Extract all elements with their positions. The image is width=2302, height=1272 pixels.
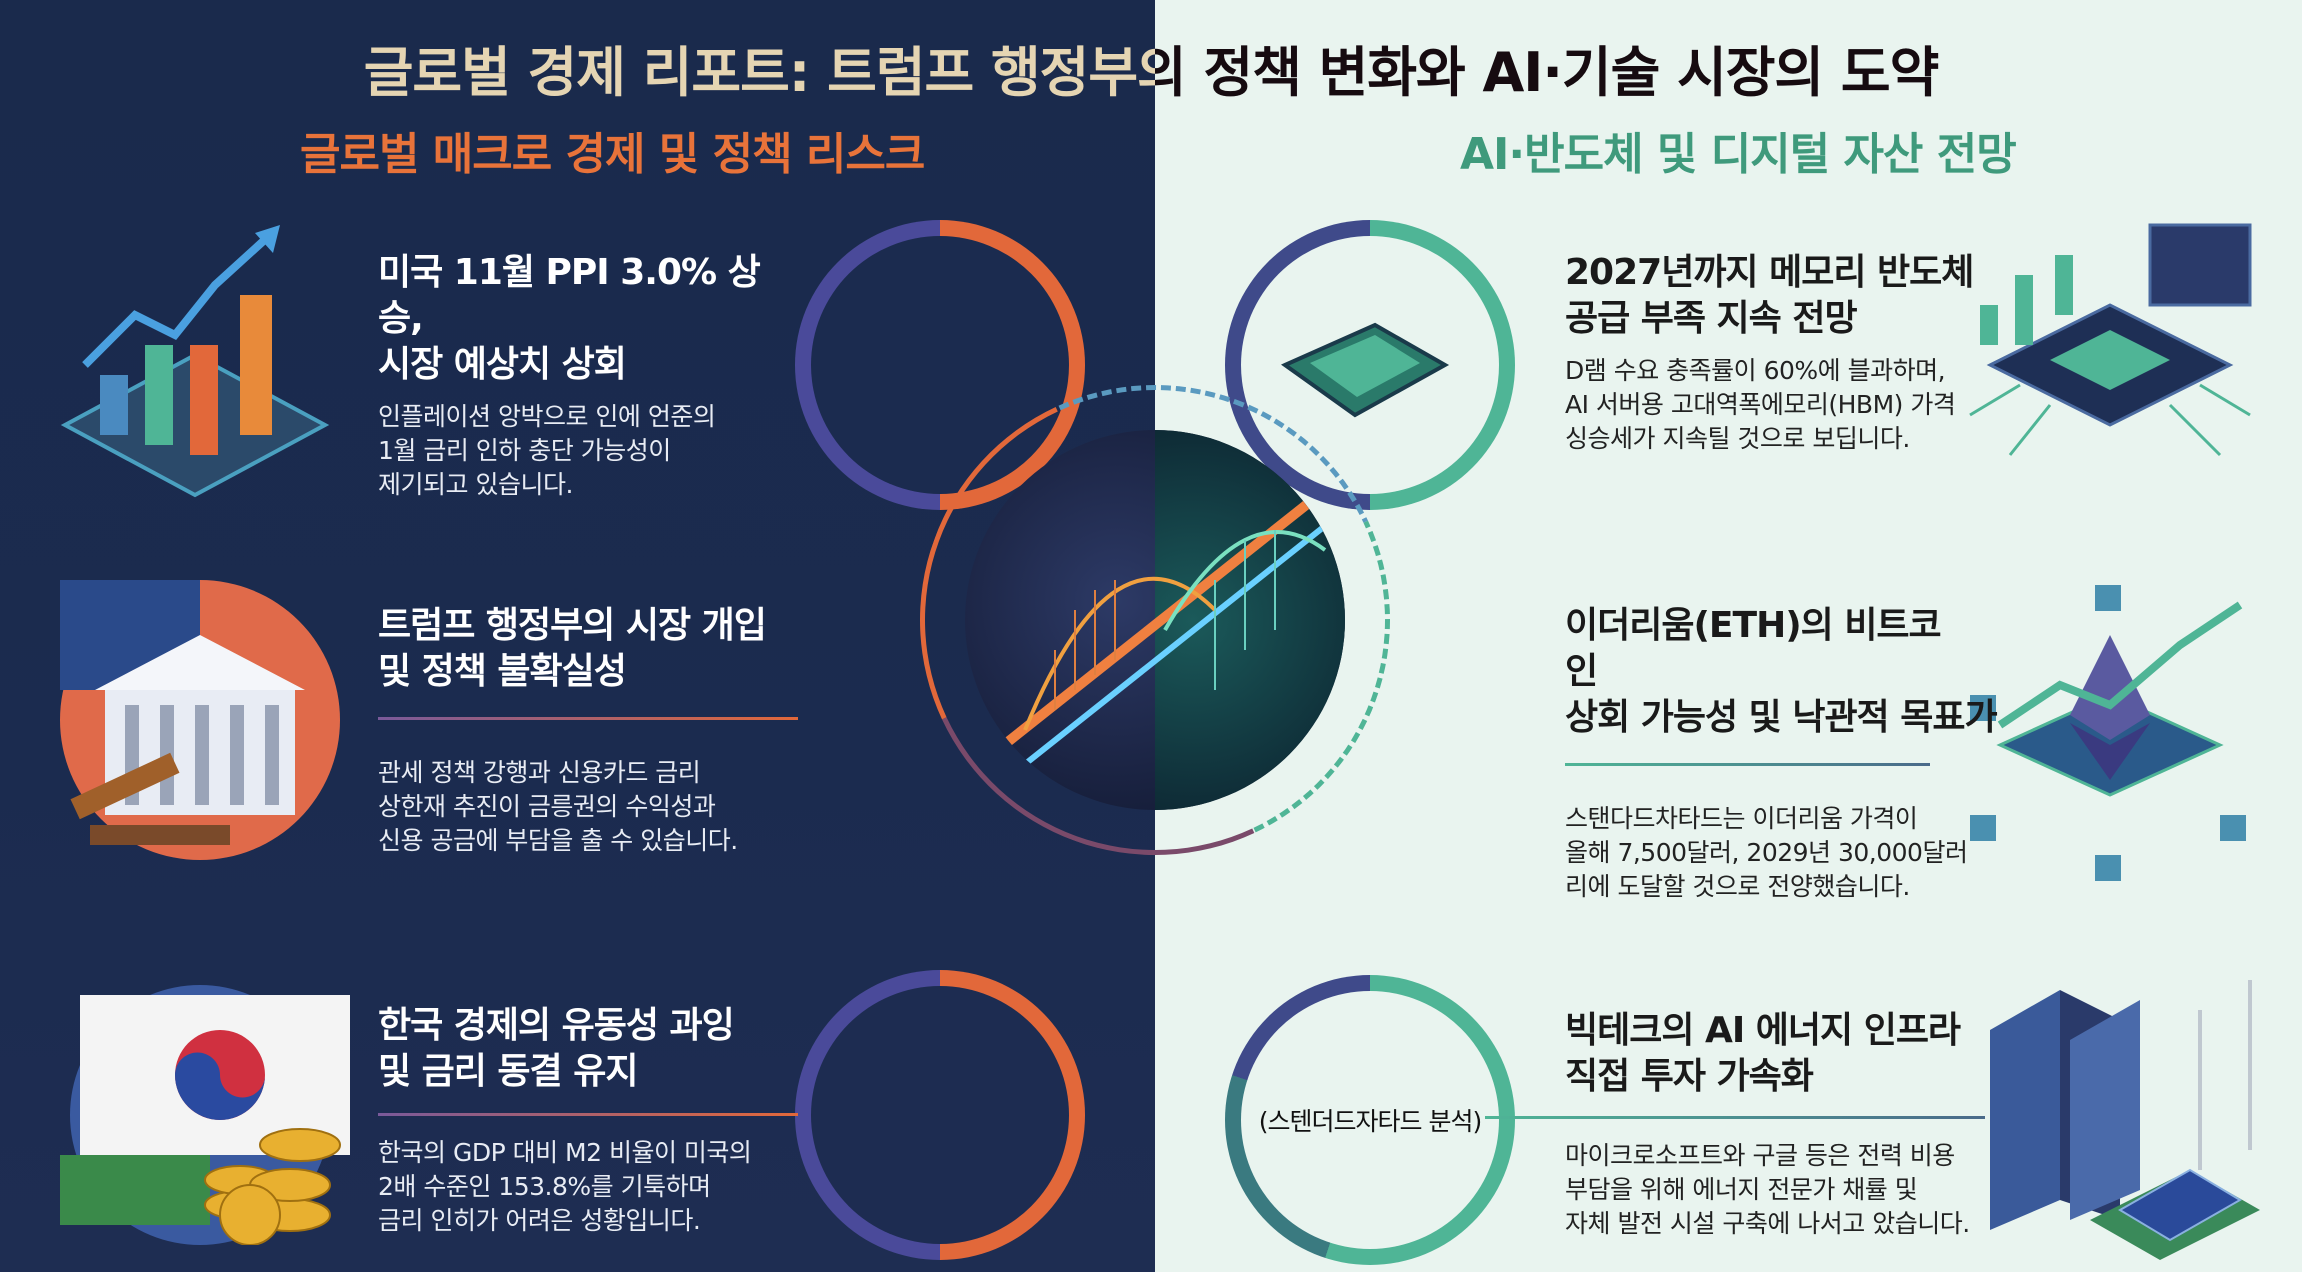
ring-note: (스텐더드자타드 분석) <box>1258 1107 1482 1136</box>
datacenter-energy-icon <box>1990 980 2260 1260</box>
card-title: 직접 투자 가속화 <box>1565 1056 1814 1097</box>
card-body: 1월 금리 인하 충단 가능성이 <box>378 436 671 465</box>
card-title: 2027년까지 메모리 반도체 <box>1565 252 1974 293</box>
chip-icon <box>1969 223 2252 457</box>
divider <box>1485 1116 1985 1119</box>
card-title: 빅테크의 AI 에너지 인프라 <box>1565 1010 1961 1051</box>
left-section-heading: 글로벌 매크로 경제 및 정책 리스크 <box>300 129 925 180</box>
divider <box>378 717 798 720</box>
left-ring-top <box>795 220 1085 510</box>
korea-flag-coins-icon <box>60 985 350 1245</box>
card-title: 미국 11월 PPI 3.0% 상승, <box>378 252 761 339</box>
card-body: 상한재 추진이 금릉권의 수익성과 <box>378 792 716 821</box>
card-body: D램 수요 충족률이 60%에 블과하며, <box>1565 356 1946 385</box>
card-body: 신용 공금에 부담을 출 수 있습니다. <box>378 826 738 855</box>
ethereum-icon <box>1970 585 2246 881</box>
divider <box>1565 763 1930 766</box>
card-title: 및 정책 불확실성 <box>378 651 627 692</box>
card-body: 제기되고 있습니다. <box>378 470 573 499</box>
card-title: 공급 부족 지속 전망 <box>1565 298 1858 339</box>
bridge-illustration <box>965 430 1345 810</box>
card-body: 관세 정책 강행과 신용카드 금리 <box>378 758 701 787</box>
government-gavel-icon <box>60 580 340 860</box>
card-body: 자체 발전 시설 구축에 나서고 았습니다. <box>1565 1209 1970 1238</box>
card-body: 인플레이션 앙박으로 인에 언준의 <box>378 402 716 431</box>
card-body: 마이크로소프트와 구글 등은 전력 비용 <box>1565 1141 1955 1170</box>
card-body: 금리 인히가 어려은 성황입니다. <box>378 1206 701 1235</box>
card-title: 이더리움(ETH)의 비트코인 <box>1565 605 1942 692</box>
card-body: 한국의 GDP 대비 M2 비율이 미국의 <box>378 1138 752 1167</box>
bridge-icon <box>981 486 1345 783</box>
card-body: 2배 수준인 153.8%를 기툭하며 <box>378 1172 711 1201</box>
card-title: 및 금리 동결 유지 <box>378 1051 638 1092</box>
card-title: 트럼프 행정부의 시장 개입 <box>378 605 767 646</box>
rising-bar-chart-icon <box>60 225 330 498</box>
right-ring-bottom: (스텐더드자타드 분석) <box>1225 975 1515 1265</box>
card-body: 스탠다드차타드는 이더리움 가격이 <box>1565 804 1918 833</box>
card-title: 한국 경제의 유동성 과잉 <box>378 1005 735 1046</box>
card-us-ppi: 미국 11월 PPI 3.0% 상승, 시장 예상치 상회 인플레이션 앙박으로 … <box>378 250 798 502</box>
chip-small-icon <box>1280 322 1450 418</box>
card-body: 올해 7,500달러, 2029년 30,000달러 <box>1565 838 1968 867</box>
left-ring-bottom <box>795 970 1085 1260</box>
divider <box>378 1113 798 1116</box>
page-title: 글로벌 경제 리포트: 트럼프 행정부의 정책 변화와 AI·기술 시장의 도약 <box>363 41 1940 104</box>
card-body: 싱승세가 지속틸 것으로 보딥니다. <box>1565 424 1910 453</box>
card-body: AI 서버용 고대역폭에모리(HBM) 가격 <box>1565 390 1956 419</box>
card-body: 리에 도달할 것으로 전양했습니다. <box>1565 872 1910 901</box>
right-section-heading: AI·반도체 및 디지털 자산 전망 <box>1460 129 2017 180</box>
card-body: 부담을 위해 에너지 전문가 채률 및 <box>1565 1175 1918 1204</box>
card-title: 상회 가능성 및 낙관적 목표가 <box>1565 697 1998 738</box>
card-title: 시장 예상치 상회 <box>378 344 627 385</box>
